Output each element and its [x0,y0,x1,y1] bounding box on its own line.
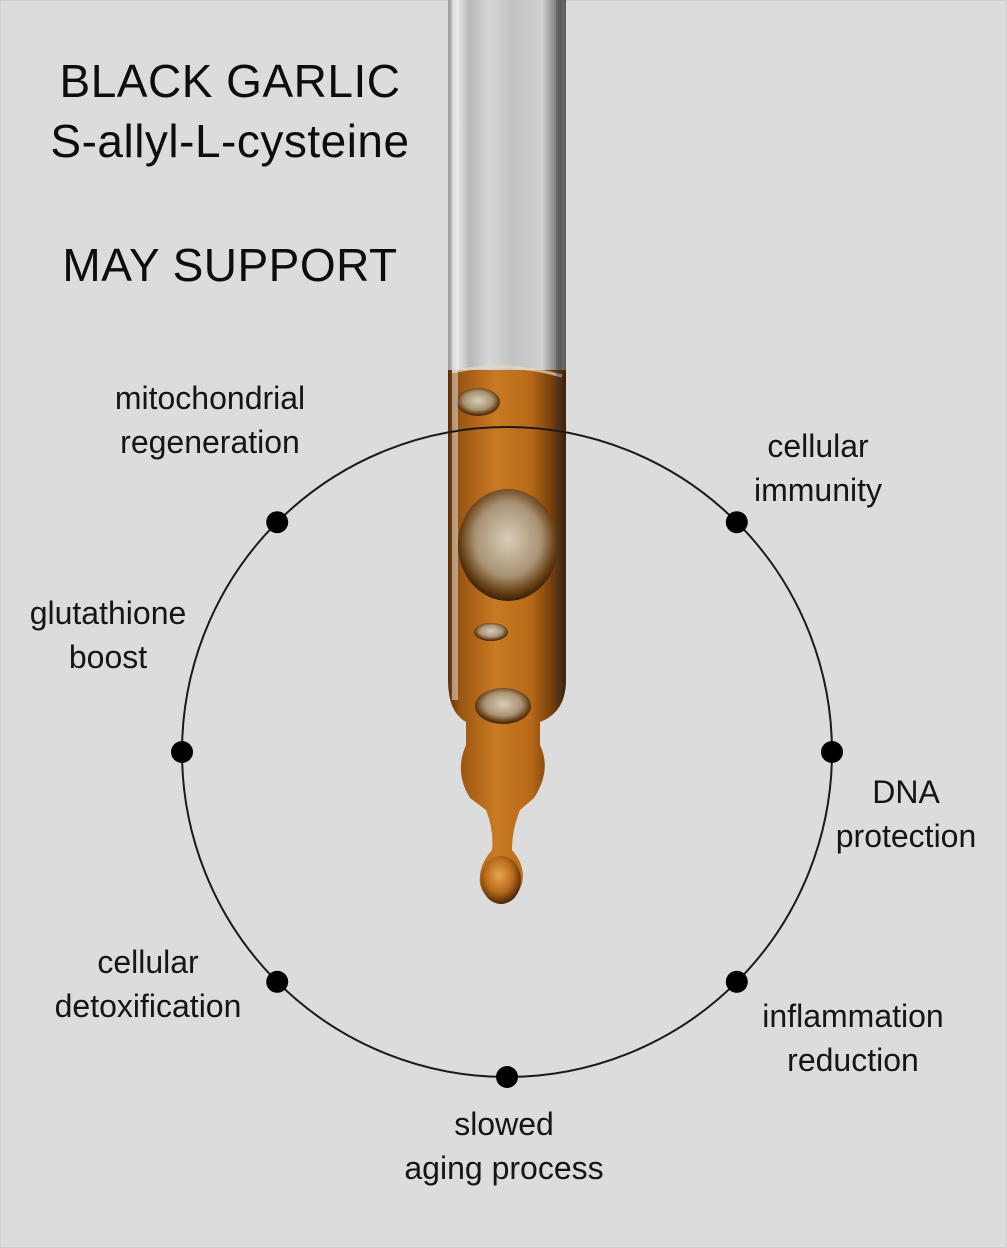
benefit-text-line1: slowed [454,1106,554,1142]
benefit-label-aging: slowed aging process [374,1102,634,1190]
benefit-text-line2: boost [68,639,148,675]
benefit-dot-immunity [725,511,748,534]
benefit-text-line2: detoxification [54,988,242,1024]
benefit-text-line2: protection [835,818,977,854]
product-title: BLACK GARLIC [59,55,401,107]
benefit-text-line2: regeneration [120,424,300,460]
pipette-glass [448,0,566,380]
pipette-image [448,0,566,904]
benefit-text-line2: reduction [787,1042,919,1078]
large-bubble [458,489,558,601]
benefit-text-line1: glutathione [29,595,187,631]
benefit-text-line1: cellular [97,944,199,980]
small-bubble [474,623,508,641]
tip-bubble [475,688,531,724]
benefit-dot-inflammation [725,970,748,993]
benefit-dot-detox [266,970,289,993]
benefit-label-glutathione: glutathione boost [8,591,208,679]
compound-name: S-allyl-L-cysteine [50,115,410,167]
falling-drop [481,856,521,904]
benefit-text-line1: inflammation [762,998,944,1034]
pipette-liquid [448,370,566,902]
benefit-label-dna: DNA protection [808,770,1004,858]
benefit-dot-aging [496,1066,518,1088]
benefit-text-line1: cellular [767,428,869,464]
bubble [456,388,500,416]
benefit-label-detox: cellular detoxification [28,940,268,1028]
benefit-dot-dna [821,741,843,763]
benefit-text-line1: mitochondrial [114,380,306,416]
benefit-dot-mitochondrial [266,511,289,534]
benefit-text-line2: immunity [753,472,882,508]
section-heading: MAY SUPPORT [62,239,398,291]
benefit-label-inflammation: inflammation reduction [738,994,968,1082]
benefit-label-immunity: cellular immunity [718,424,918,512]
benefit-text-line2: aging process [404,1150,604,1186]
benefit-dot-glutathione [171,741,193,763]
benefit-label-mitochondrial: mitochondrial regeneration [70,376,350,464]
benefit-text-line1: DNA [872,774,940,810]
